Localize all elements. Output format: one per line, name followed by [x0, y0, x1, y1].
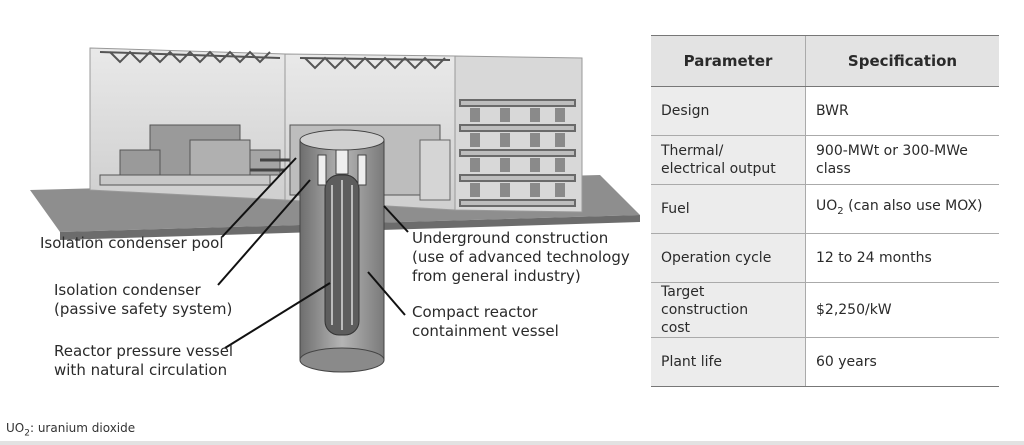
table-row: Design BWR [651, 86, 999, 136]
param-cell: Target construction cost [651, 282, 806, 338]
header-parameter: Parameter [651, 35, 806, 87]
spec-cell: 900-MWt or 300-MWe class [805, 135, 999, 185]
callout-leader-lines [217, 157, 409, 349]
param-cell: Plant life [651, 337, 806, 387]
param-cell: Fuel [651, 184, 806, 234]
spec-cell: $2,250/kW [805, 282, 999, 338]
table-row: Thermal/ electrical output 900-MWt or 30… [651, 135, 999, 185]
table-row: Target construction cost $2,250/kW [651, 282, 999, 338]
spec-cell: BWR [805, 86, 999, 136]
callout-isolation-condenser: Isolation condenser (passive safety syst… [54, 281, 233, 318]
header-specification: Specification [805, 35, 999, 87]
callout-compact-containment: Compact reactor containment vessel [412, 303, 559, 340]
building-right-storage [454, 55, 583, 213]
param-cell: Thermal/ electrical output [651, 135, 806, 185]
reactor-cutaway-illustration [30, 47, 640, 373]
spec-cell: 60 years [805, 337, 999, 387]
bottom-divider [0, 441, 1024, 445]
spec-cell: UO2 (can also use MOX) [805, 184, 999, 234]
table-header-row: Parameter Specification [651, 35, 999, 87]
storage-shelves [459, 99, 576, 207]
roof-trusses [99, 50, 451, 70]
footnote: UO2: uranium dioxide [6, 421, 136, 439]
spec-cell: 12 to 24 months [805, 233, 999, 283]
table-row: Operation cycle 12 to 24 months [651, 233, 999, 283]
table-row: Plant life 60 years [651, 337, 999, 387]
param-cell: Design [651, 86, 806, 136]
callout-underground-construction: Underground construction (use of advance… [412, 229, 630, 285]
callout-reactor-pressure-vessel: Reactor pressure vessel with natural cir… [54, 342, 234, 379]
callout-isolation-condenser-pool: Isolation condenser pool [40, 234, 224, 252]
table-row: Fuel UO2 (can also use MOX) [651, 184, 999, 234]
param-cell: Operation cycle [651, 233, 806, 283]
isolation-condenser [317, 149, 367, 186]
specification-table: Parameter Specification Design BWR Therm… [651, 35, 999, 387]
